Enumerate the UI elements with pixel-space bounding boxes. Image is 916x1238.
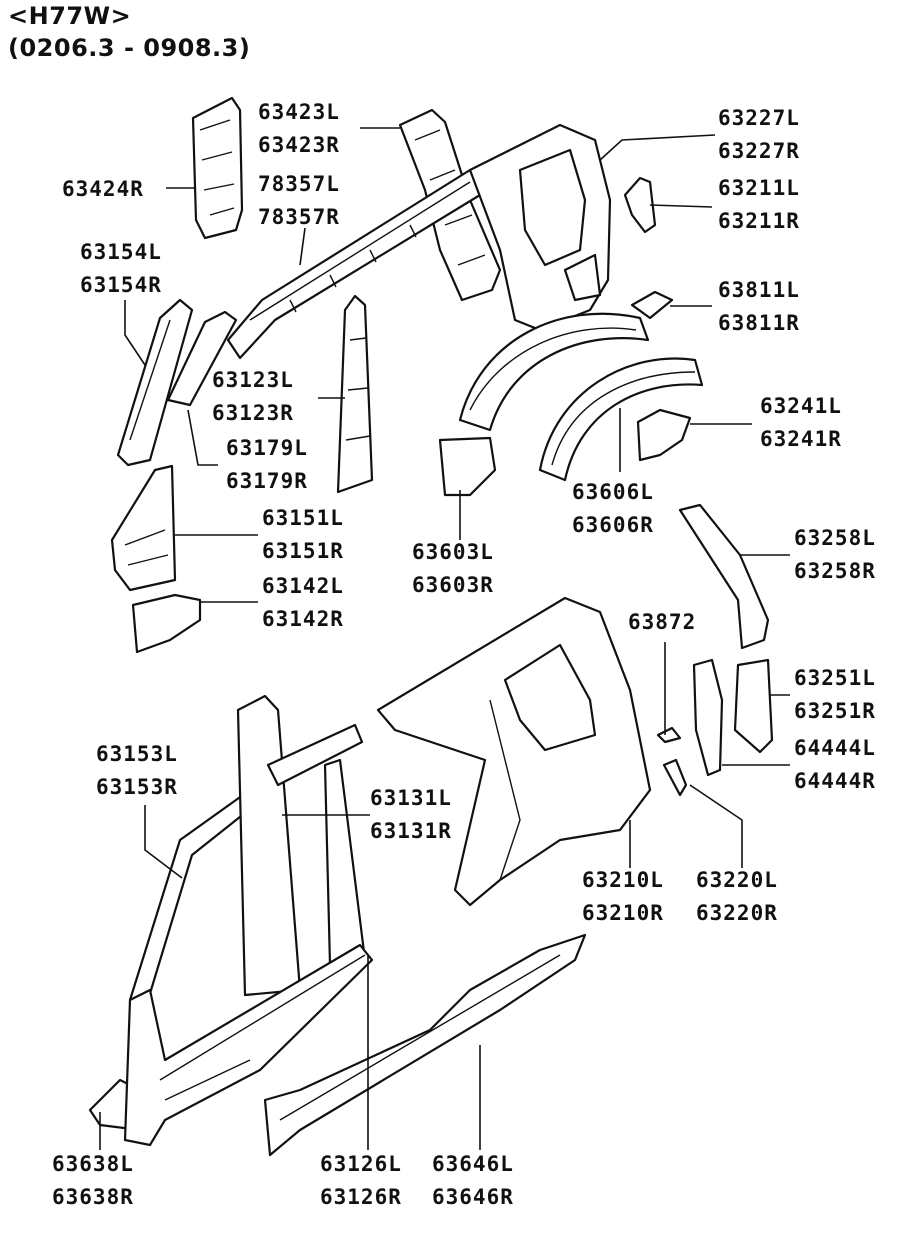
part-63126[interactable]	[123, 943, 374, 1147]
part-63424[interactable]	[191, 96, 244, 240]
part-wheelhouse[interactable]	[458, 312, 650, 432]
part-64444[interactable]	[692, 658, 724, 777]
leader-lines	[99, 127, 790, 1150]
part-63142[interactable]	[131, 593, 202, 654]
part-63811[interactable]	[630, 290, 674, 320]
part-63151[interactable]	[110, 464, 177, 592]
part-63646[interactable]	[263, 933, 587, 1157]
part-63258[interactable]	[678, 503, 770, 650]
part-63131[interactable]	[236, 694, 367, 997]
part-63606[interactable]	[538, 357, 704, 482]
part-63220[interactable]	[662, 758, 688, 797]
part-63154[interactable]	[116, 298, 194, 467]
part-63210[interactable]	[376, 596, 652, 907]
part-63872[interactable]	[656, 726, 682, 744]
part-63153[interactable]	[128, 788, 257, 1002]
part-63603[interactable]	[438, 436, 497, 497]
part-63179[interactable]	[166, 310, 238, 407]
part-63241[interactable]	[636, 408, 692, 462]
production-range: (0206.3 - 0908.3)	[8, 34, 251, 62]
part-63211[interactable]	[623, 176, 657, 234]
callout-63424: 63424R	[62, 177, 144, 201]
callout-63872: 63872	[628, 610, 697, 634]
part-63227[interactable]	[468, 123, 612, 332]
part-63123[interactable]	[336, 294, 374, 494]
part-63251[interactable]	[733, 658, 774, 754]
model-code: <H77W>	[8, 2, 132, 30]
